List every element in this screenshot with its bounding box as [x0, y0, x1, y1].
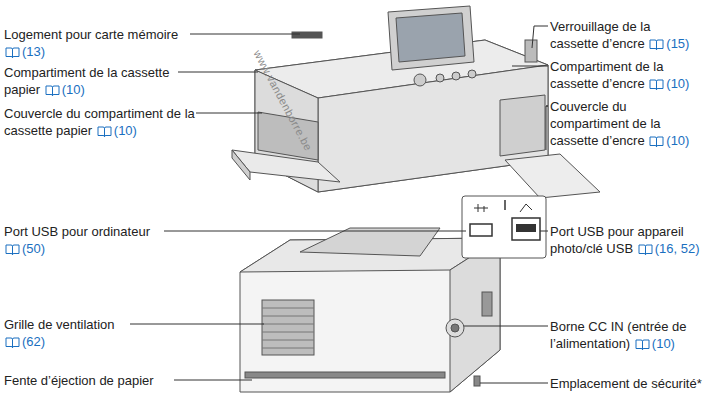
page-number: (50): [22, 241, 45, 256]
page-reference: (15): [648, 36, 689, 51]
page-reference: (10): [648, 133, 689, 148]
page-reference: (62): [4, 334, 45, 349]
page-number: (10): [114, 123, 137, 138]
usb-port-inset: [462, 196, 546, 258]
page-number: (10): [666, 76, 689, 91]
page-number: (13): [22, 44, 45, 59]
book-icon: [635, 339, 650, 350]
leader-lines: [130, 26, 548, 383]
part-label: Logement pour carte mémoire (13): [4, 26, 204, 60]
book-icon: [649, 79, 664, 90]
part-label: Couvercle du compartiment de la cassette…: [4, 105, 204, 139]
page-number: (10): [652, 336, 675, 351]
page-reference: (50): [4, 241, 45, 256]
page-reference: (16, 52): [637, 241, 700, 256]
part-name: Couvercle du compartiment de la cassette…: [4, 106, 195, 138]
book-icon: [97, 126, 112, 137]
part-label: Compartiment de la cassette papier (10): [4, 64, 199, 98]
page-number: (10): [666, 133, 689, 148]
part-label: Emplacement de sécurité*: [550, 375, 702, 392]
part-label: Couvercle du compartiment de la cassette…: [550, 98, 702, 149]
page-reference: (10): [44, 82, 85, 97]
part-name: Fente d’éjection de papier: [4, 373, 154, 388]
page-reference: (10): [96, 123, 137, 138]
page-number: (62): [22, 334, 45, 349]
part-label: Compartiment de la cassette d’encre (10): [550, 58, 702, 92]
part-name: Couvercle du compartiment de la cassette…: [550, 99, 661, 148]
part-name: Emplacement de sécurité*: [550, 376, 702, 391]
book-icon: [45, 85, 60, 96]
page-number: (10): [62, 82, 85, 97]
page-number: (15): [666, 36, 689, 51]
printer-top-view: [232, 6, 600, 198]
book-icon: [649, 136, 664, 147]
part-label: Fente d’éjection de papier: [4, 372, 204, 389]
part-name: Verrouillage de la cassette d’encre: [550, 19, 650, 51]
part-name: Port USB pour ordinateur: [4, 224, 150, 239]
part-name: Grille de ventilation: [4, 317, 115, 332]
part-label: Grille de ventilation (62): [4, 316, 139, 350]
part-label: Borne CC IN (entrée de l’alimentation) (…: [550, 318, 702, 352]
part-label: Port USB pour appareil photo/clé USB (16…: [550, 223, 702, 257]
part-name: Compartiment de la cassette d’encre: [550, 59, 663, 91]
part-name: Logement pour carte mémoire: [4, 27, 178, 42]
part-name: Compartiment de la cassette papier: [4, 65, 169, 97]
page-reference: (10): [634, 336, 675, 351]
page-reference: (10): [648, 76, 689, 91]
page-reference: (13): [4, 44, 45, 59]
book-icon: [5, 47, 20, 58]
book-icon: [5, 337, 20, 348]
part-label: Verrouillage de la cassette d’encre (15): [550, 18, 702, 52]
page-number: (16, 52): [655, 241, 700, 256]
bracket: [504, 200, 506, 210]
book-icon: [5, 244, 20, 255]
book-icon: [638, 244, 653, 255]
part-label: Port USB pour ordinateur (50): [4, 223, 164, 257]
book-icon: [649, 39, 664, 50]
printer-rear-view: [240, 228, 500, 392]
